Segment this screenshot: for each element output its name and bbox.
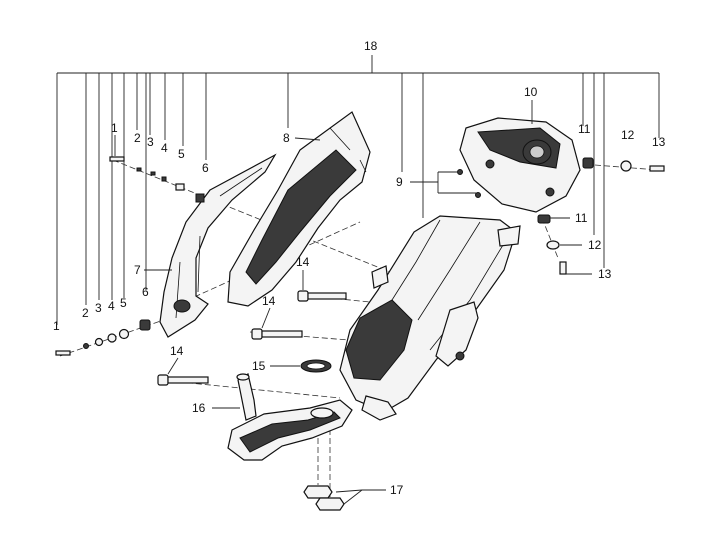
heat-shield-outer <box>159 153 277 338</box>
callout-18: 18 <box>364 39 378 53</box>
muffler-body <box>339 215 521 421</box>
callout-3-lower: 3 <box>95 301 102 315</box>
callout-4-lower: 4 <box>108 299 115 313</box>
callout-labels: 18 8 9 10 1 2 3 4 5 6 7 1 2 3 4 5 6 11 1… <box>53 39 666 497</box>
callout-9: 9 <box>396 175 403 189</box>
callout-11-upper: 11 <box>578 122 591 136</box>
callout-1-upper: 1 <box>111 121 118 135</box>
callout-13-upper: 13 <box>652 135 666 149</box>
callout-2-upper: 2 <box>134 131 141 145</box>
callout-5-upper: 5 <box>178 147 185 161</box>
heat-shield-inner <box>227 111 371 307</box>
callout-13-lower: 13 <box>598 267 612 281</box>
callout-16: 16 <box>192 401 206 415</box>
callout-12-lower: 12 <box>588 238 602 252</box>
hardware-set-upper <box>109 156 205 203</box>
callout-4-upper: 4 <box>161 141 168 155</box>
callout-14-lower: 14 <box>170 344 184 358</box>
bolt-14-lower <box>157 374 209 386</box>
callout-1-lower: 1 <box>53 319 60 333</box>
hardware-set-lower <box>55 319 151 356</box>
callout-12-upper: 12 <box>621 128 635 142</box>
callout-18-bracket <box>56 55 660 325</box>
gasket <box>300 359 332 373</box>
callout-17: 17 <box>390 483 404 497</box>
callout-15: 15 <box>252 359 266 373</box>
callout-8: 8 <box>283 131 290 145</box>
hardware-set-right <box>537 157 665 275</box>
callout-11-lower: 11 <box>575 211 588 225</box>
callout-10: 10 <box>524 85 538 99</box>
callout-7: 7 <box>134 263 141 277</box>
screws-9 <box>457 169 481 198</box>
callout-14-upper: 14 <box>296 255 310 269</box>
bolt-14-upper <box>297 290 347 302</box>
callout-5-lower: 5 <box>120 296 127 310</box>
callout-2-lower: 2 <box>82 306 89 320</box>
callout-14-middle: 14 <box>262 294 276 308</box>
callout-6-lower: 6 <box>142 285 149 299</box>
exhaust-pipe <box>227 373 353 461</box>
nuts-17 <box>303 485 345 511</box>
bolt-14-middle <box>251 328 303 340</box>
callout-6-upper: 6 <box>202 161 209 175</box>
callout-3-upper: 3 <box>147 135 154 149</box>
muffler-end-cover <box>459 117 581 213</box>
callout-leaders <box>114 100 592 505</box>
